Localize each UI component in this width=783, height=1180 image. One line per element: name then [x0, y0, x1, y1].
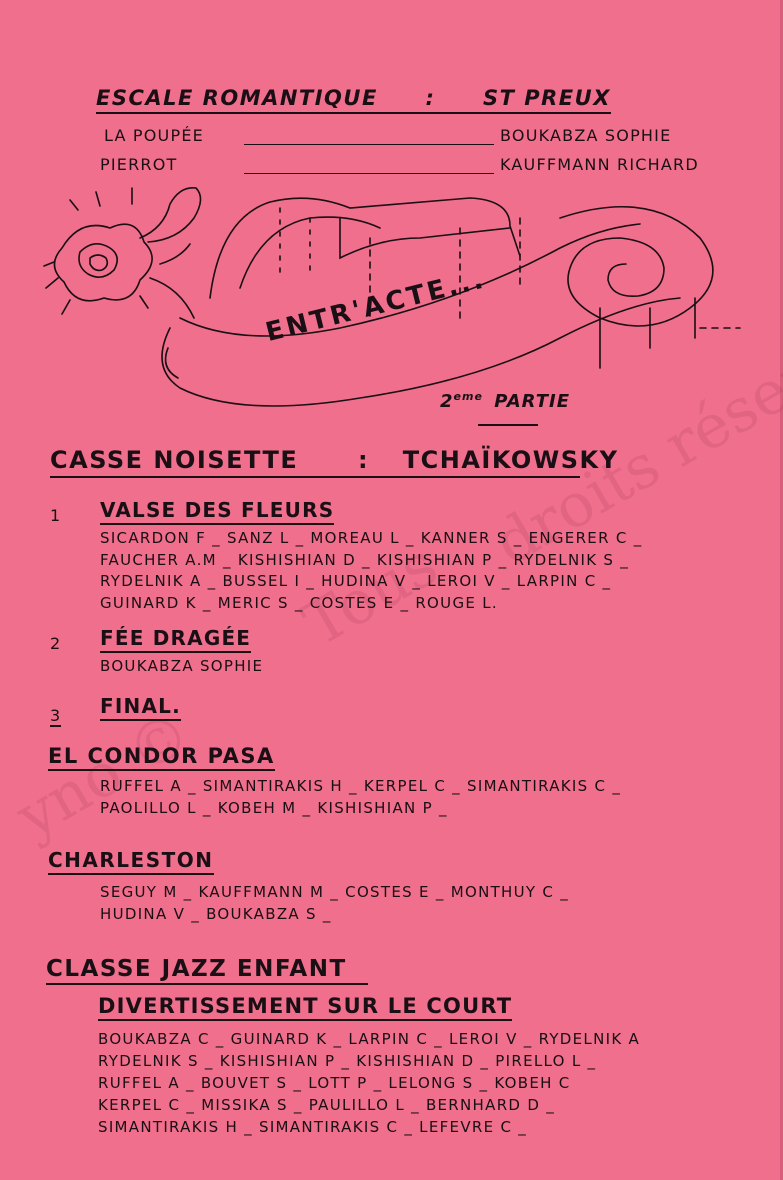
final-title: FINAL. [100, 694, 181, 721]
names-line: RYDELNIK A _ BUSSEL I _ HUDINA V _ LEROI… [100, 572, 612, 590]
part-underline [478, 424, 538, 426]
casse-composer: TCHAÏKOWSKY [402, 446, 619, 474]
casse-title-text: CASSE NOISETTE [50, 446, 299, 474]
role-dancer-2: KAUFFMANN RICHARD [500, 155, 699, 174]
names-line: SIMANTIRAKIS H _ SIMANTIRAKIS C _ LEFEVR… [98, 1118, 528, 1136]
names-line: PAOLILLO L _ KOBEH M _ KISHISHIAN P _ [100, 798, 448, 817]
item-number-1: 1 [50, 506, 62, 525]
fee-dragee-dancers: BOUKABZA SOPHIE [100, 656, 263, 678]
names-line: BOUKABZA SOPHIE [100, 657, 264, 675]
role-rule-1 [244, 144, 494, 145]
classe-jazz-enfant-title: CLASSE JAZZ ENFANT [46, 956, 368, 985]
names-line: HUDINA V _ BOUKABZA S _ [100, 904, 332, 923]
charleston-dancers: SEGUY M _ KAUFFMANN M _ COSTES E _ MONTH… [100, 882, 569, 925]
header-title: ESCALE ROMANTIQUE : ST PREUX [96, 86, 611, 114]
condor-dancers: RUFFEL A _ SIMANTIRAKIS H _ KERPEL C _ S… [100, 776, 621, 819]
entracte-banner-illustration [43, 187, 741, 407]
el-condor-pasa-title: EL CONDOR PASA [48, 744, 275, 771]
names-line: RUFFEL A _ BOUVET S _ LOTT P _ LELONG S … [98, 1074, 571, 1092]
names-line: FAUCHER A.M _ KISHISHIAN D _ KISHISHIAN … [100, 550, 630, 569]
item-number-2: 2 [50, 634, 62, 653]
jazz-dancers: BOUKABZA C _ GUINARD K _ LARPIN C _ LERO… [98, 1028, 640, 1138]
item-number-3: 3 [50, 706, 62, 727]
valse-dancers: SICARDON F _ SANZ L _ MOREAU L _ KANNER … [100, 528, 643, 614]
names-line: KERPEL C _ MISSIKA S _ PAULILLO L _ BERN… [98, 1096, 556, 1114]
names-line: RYDELNIK S _ KISHISHIAN P _ KISHISHIAN D… [98, 1052, 597, 1070]
part-number: 2 [440, 391, 454, 412]
valse-des-fleurs-title: VALSE DES FLEURS [100, 498, 335, 525]
header-composer: ST PREUX [482, 86, 611, 110]
header-colon: : [425, 86, 436, 110]
casse-colon: : [357, 446, 370, 474]
role-rule-2 [244, 173, 494, 174]
part-word: PARTIE [494, 391, 570, 412]
names-line: BOUKABZA C _ GUINARD K _ LARPIN C _ LERO… [98, 1030, 641, 1048]
role-dancer-1: BOUKABZA SOPHIE [500, 126, 672, 145]
names-line: SEGUY M _ KAUFFMANN M _ COSTES E _ MONTH… [100, 883, 570, 901]
names-line: RUFFEL A _ SIMANTIRAKIS H _ KERPEL C _ S… [100, 777, 622, 795]
casse-noisette-title: CASSE NOISETTE : TCHAÏKOWSKY [50, 446, 617, 478]
role-label-1: LA POUPÉE [104, 126, 204, 145]
rose-icon [43, 187, 202, 319]
names-line: GUINARD K _ MERIC S _ COSTES E _ ROUGE L… [100, 593, 498, 612]
part-suffix: eme [453, 390, 483, 403]
fee-dragee-title: FÉE DRAGÉE [100, 626, 252, 653]
role-label-2: PIERROT [100, 155, 178, 174]
second-part-label: 2eme PARTIE [440, 390, 570, 412]
charleston-title: CHARLESTON [48, 848, 214, 875]
divertissement-title: DIVERTISSEMENT SUR LE COURT [98, 994, 513, 1021]
header-title-text: ESCALE ROMANTIQUE [96, 86, 378, 110]
scroll-spiral-icon [559, 205, 714, 369]
names-line: SICARDON F _ SANZ L _ MOREAU L _ KANNER … [100, 529, 643, 547]
